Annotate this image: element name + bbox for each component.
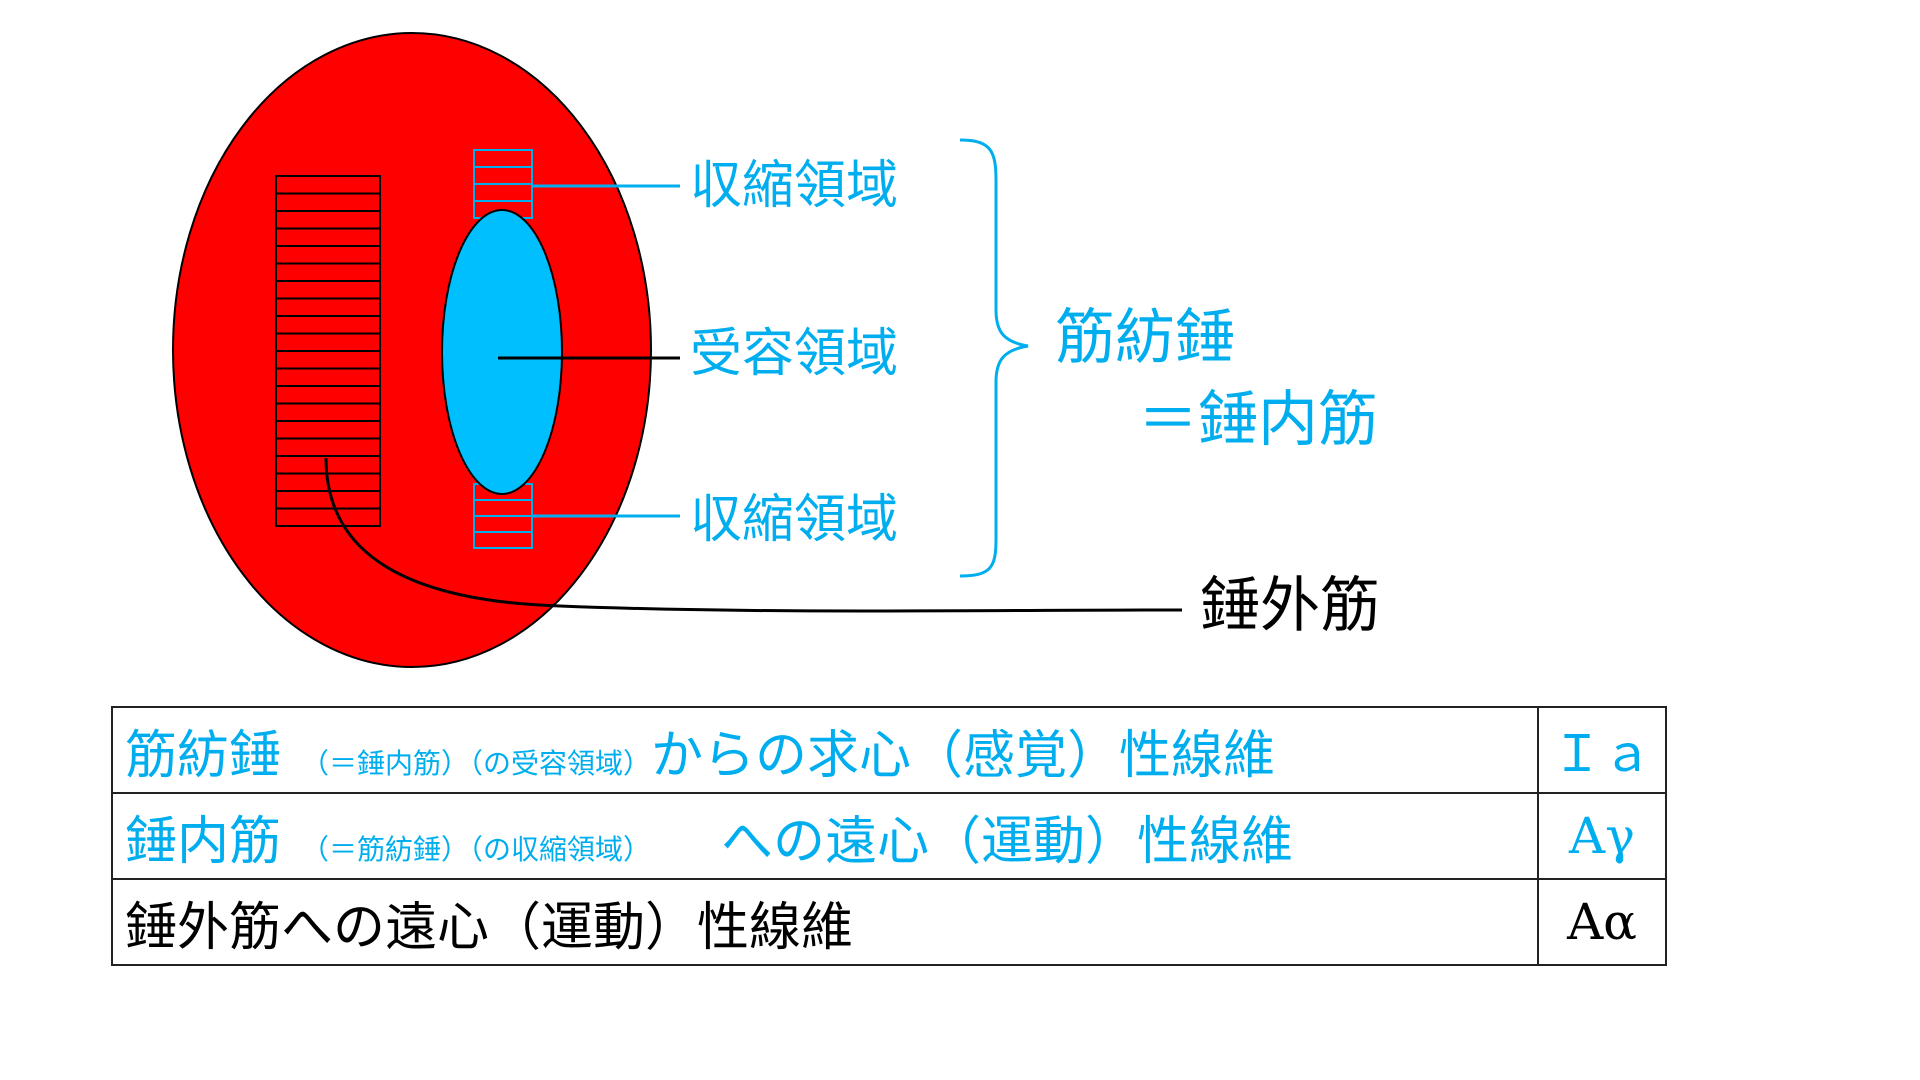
label-spindle-title: 筋紡錘 bbox=[1055, 308, 1235, 368]
label-extrafusal: 錘外筋 bbox=[1200, 576, 1380, 636]
fiber-main: 錘外筋への遠心（運動）性線維 bbox=[125, 898, 853, 958]
table-row: 錘外筋への遠心（運動）性線維 Aα bbox=[112, 879, 1666, 965]
fiber-desc: への遠心（運動）性線維 bbox=[721, 812, 1293, 872]
receptor-region bbox=[442, 210, 562, 494]
table-row: 錘内筋 （＝筋紡錘）（の収縮領域） への遠心（運動）性線維 Aγ bbox=[112, 793, 1666, 879]
fiber-code: Aγ bbox=[1538, 793, 1666, 879]
fiber-desc: からの求心（感覚）性線維 bbox=[651, 726, 1275, 786]
fiber-main: 錘内筋 bbox=[125, 812, 281, 872]
spindle-brace bbox=[960, 140, 1028, 576]
label-spindle-equiv: ＝錘内筋 bbox=[1138, 390, 1378, 450]
fiber-description: 錘内筋 （＝筋紡錘）（の収縮領域） への遠心（運動）性線維 bbox=[112, 793, 1538, 879]
fiber-main: 筋紡錘 bbox=[125, 726, 281, 786]
label-receptor: 受容領域 bbox=[690, 328, 898, 380]
label-contractile-top: 収縮領域 bbox=[690, 160, 898, 212]
fiber-code: Ｉａ bbox=[1538, 707, 1666, 793]
fiber-note: （＝錘内筋） bbox=[301, 747, 469, 780]
label-contractile-bottom: 収縮領域 bbox=[690, 494, 898, 546]
muscle-body bbox=[173, 33, 651, 667]
fiber-table: 筋紡錘 （＝錘内筋）（の受容領域）からの求心（感覚）性線維 Ｉａ 錘内筋 （＝筋紡錘… bbox=[111, 706, 1667, 966]
fiber-note: （の収縮領域） bbox=[469, 833, 651, 866]
fiber-description: 筋紡錘 （＝錘内筋）（の受容領域）からの求心（感覚）性線維 bbox=[112, 707, 1538, 793]
fiber-note: （＝筋紡錘） bbox=[301, 833, 469, 866]
table-row: 筋紡錘 （＝錘内筋）（の受容領域）からの求心（感覚）性線維 Ｉａ bbox=[112, 707, 1666, 793]
fiber-code: Aα bbox=[1538, 879, 1666, 965]
fiber-note: （の受容領域） bbox=[469, 747, 651, 780]
fiber-description: 錘外筋への遠心（運動）性線維 bbox=[112, 879, 1538, 965]
